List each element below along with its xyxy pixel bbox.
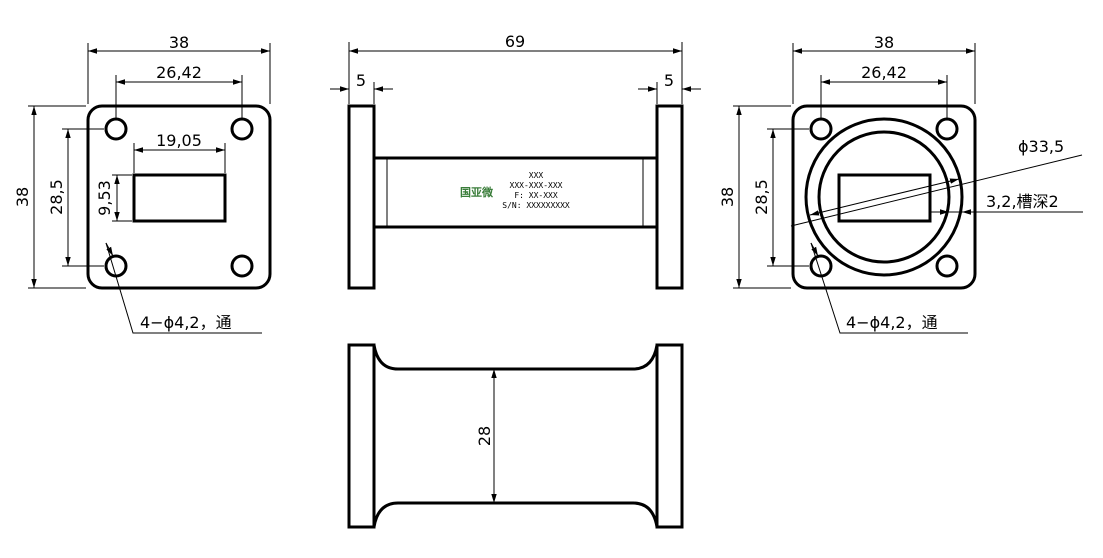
dim-flange-height: 38 [13,187,32,207]
nameplate-line1: XXX [529,171,544,180]
choke-groove-inner [817,130,951,264]
dim-aperture-width: 19,05 [156,131,202,150]
front-view-left: 38 26,42 19,05 38 28,5 9,53 4−ϕ4,2，通 [13,33,272,334]
dim-flange-width: 38 [169,33,189,52]
choke-groove-outer [804,117,964,277]
bolt-hole-br-right [935,254,959,278]
dim-aperture-height: 9,53 [95,180,114,216]
dim-overall-length: 69 [505,32,525,51]
dim-groove-diameter: ϕ33,5 [1018,137,1064,156]
bolt-hole-tl [104,117,128,141]
bolt-hole-bl [104,254,128,278]
waveguide-aperture [132,173,227,223]
bolt-hole-bl-right [809,254,833,278]
bolt-hole-tl-right [809,117,833,141]
dim-inner-width: 28 [475,426,494,446]
body-bottom-edge [372,501,659,528]
body-top-edge [372,344,659,371]
dim-hole-spacing-h: 26,42 [156,63,202,82]
top-view: 28 [347,343,684,529]
dim-hole-spacing-v-right: 28,5 [752,179,771,215]
dim-flange-width-right: 38 [874,33,894,52]
flange-left-top [347,343,376,529]
waveguide-aperture-right [837,173,932,223]
flange-left-side [347,104,376,290]
groove-note: 3,2,槽深2 [986,192,1059,211]
flange-right-side [655,104,684,290]
holes-note-left: 4−ϕ4,2，通 [140,313,232,332]
nameplate-logo: 国亚微 [460,185,494,199]
flange-outline-right [791,104,977,290]
nameplate-line2: XXX-XXX-XXX [510,181,563,190]
dim-flange-thickness-left: 5 [356,71,366,90]
bolt-hole-tr-right [935,117,959,141]
flange-outline [86,104,272,290]
side-view: 国亚微 XXX XXX-XXX-XXX F: XX-XXX S/N: XXXXX… [330,32,701,290]
dim-hole-spacing-h-right: 26,42 [861,63,907,82]
flange-right-top [655,343,684,529]
bolt-hole-br [230,254,254,278]
dim-flange-height-right: 38 [718,187,737,207]
nameplate-line3: F: XX-XXX [514,191,558,200]
dim-flange-thickness-right: 5 [664,71,674,90]
nameplate-line4: S/N: XXXXXXXXX [502,201,570,210]
bolt-hole-tr [230,117,254,141]
front-view-right: 38 26,42 38 28,5 ϕ33,5 3,2,槽深2 4−ϕ4,2，通 [718,33,1083,334]
holes-note-right: 4−ϕ4,2，通 [846,313,938,332]
dim-hole-spacing-v: 28,5 [47,179,66,215]
